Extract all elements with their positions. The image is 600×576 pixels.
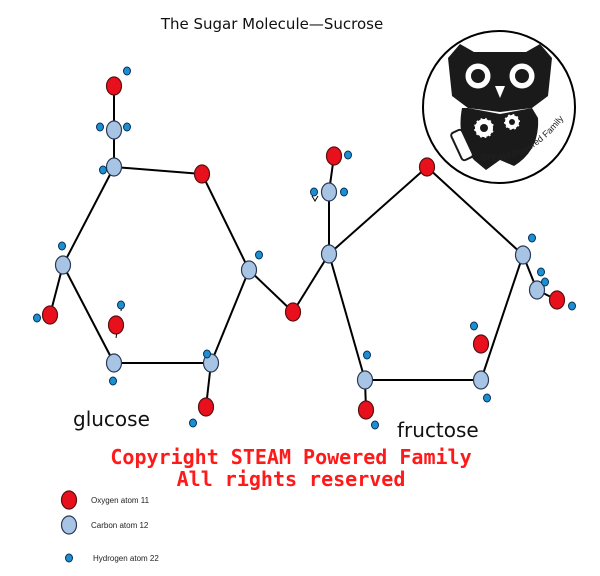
tick-marks xyxy=(115,195,369,386)
oxygen-atom xyxy=(107,315,125,335)
glucose-label: glucose xyxy=(73,407,150,431)
hydrogen-atom xyxy=(340,187,348,197)
owl-gear-logo-icon: STEAM Powered Family xyxy=(422,30,576,184)
carbon-atom xyxy=(105,353,123,373)
hydrogen-atom xyxy=(255,250,263,260)
fructose-label: fructose xyxy=(397,418,479,442)
hydrogen-atom xyxy=(371,420,379,430)
hydrogen-atom xyxy=(189,418,197,428)
legend-oxygen-swatch xyxy=(60,490,78,510)
carbon-atom xyxy=(320,244,338,264)
copyright-line-2: All rights reserved xyxy=(177,467,406,491)
hydrogen-atom xyxy=(33,313,41,323)
hydrogen-atom xyxy=(310,187,318,197)
bond xyxy=(248,269,294,313)
carbon-atom xyxy=(105,120,123,140)
oxygen-atom xyxy=(472,334,490,354)
hydrogen-atom xyxy=(363,350,371,360)
hydrogen-atom xyxy=(96,122,104,132)
hydrogen-atom xyxy=(99,165,107,175)
legend-oxygen-label: Oxygen atom 11 xyxy=(91,496,150,505)
legend-hydrogen-label: Hydrogen atom 22 xyxy=(93,554,159,563)
carbon-atom xyxy=(54,255,72,275)
owl-left-pupil xyxy=(471,69,485,83)
oxygen-atom xyxy=(105,76,123,96)
hydrogen-atom xyxy=(58,241,66,251)
bond xyxy=(201,173,250,271)
gear-center xyxy=(509,119,515,125)
carbon-atom xyxy=(105,157,123,177)
hydrogen-atom xyxy=(470,321,478,331)
bond xyxy=(113,166,203,175)
hydrogen-atom xyxy=(541,277,549,287)
owl-head-shape xyxy=(448,44,552,112)
owl-beak xyxy=(495,86,505,98)
carbon-atom xyxy=(240,260,258,280)
bond xyxy=(328,166,428,255)
hydrogen-atom xyxy=(568,301,576,311)
atoms xyxy=(33,66,576,430)
oxygen-atom xyxy=(548,290,566,310)
oxygen-atom xyxy=(418,157,436,177)
legend-hydrogen-swatch xyxy=(65,553,73,563)
copyright-line-1: Copyright STEAM Powered Family xyxy=(110,445,471,469)
carbon-atom xyxy=(356,370,374,390)
bond xyxy=(62,264,115,364)
legend-carbon-swatch xyxy=(60,515,78,535)
hydrogen-atom xyxy=(203,349,211,359)
carbon-atom xyxy=(514,245,532,265)
hydrogen-atom xyxy=(537,267,545,277)
hydrogen-atom xyxy=(123,122,131,132)
oxygen-atom xyxy=(41,305,59,325)
carbon-atom xyxy=(472,370,490,390)
bond xyxy=(328,253,366,381)
carbon-atom xyxy=(528,280,546,300)
bond xyxy=(62,166,115,266)
hydrogen-atom xyxy=(344,150,352,160)
legend: Oxygen atom 11 Carbon atom 12 Hydrogen a… xyxy=(60,490,159,563)
oxygen-atom xyxy=(357,400,375,420)
bond xyxy=(426,166,524,256)
bond xyxy=(292,253,330,313)
hydrogen-atom xyxy=(483,393,491,403)
hydrogen-atom xyxy=(109,376,117,386)
hydrogen-atom xyxy=(123,66,131,76)
tick xyxy=(311,195,319,202)
carbon-atom xyxy=(320,182,338,202)
hydrogen-atom xyxy=(528,233,536,243)
owl-right-pupil xyxy=(515,69,529,83)
gear-center xyxy=(480,124,488,132)
legend-carbon-label: Carbon atom 12 xyxy=(91,521,149,530)
oxygen-atom xyxy=(197,397,215,417)
oxygen-atom xyxy=(193,164,211,184)
diagram-title: The Sugar Molecule—Sucrose xyxy=(160,15,383,33)
pencil-icon xyxy=(450,128,474,162)
oxygen-atom xyxy=(325,146,343,166)
oxygen-atom xyxy=(284,302,302,322)
hydrogen-atom xyxy=(117,300,125,310)
bond xyxy=(210,269,250,364)
bond xyxy=(480,254,524,381)
